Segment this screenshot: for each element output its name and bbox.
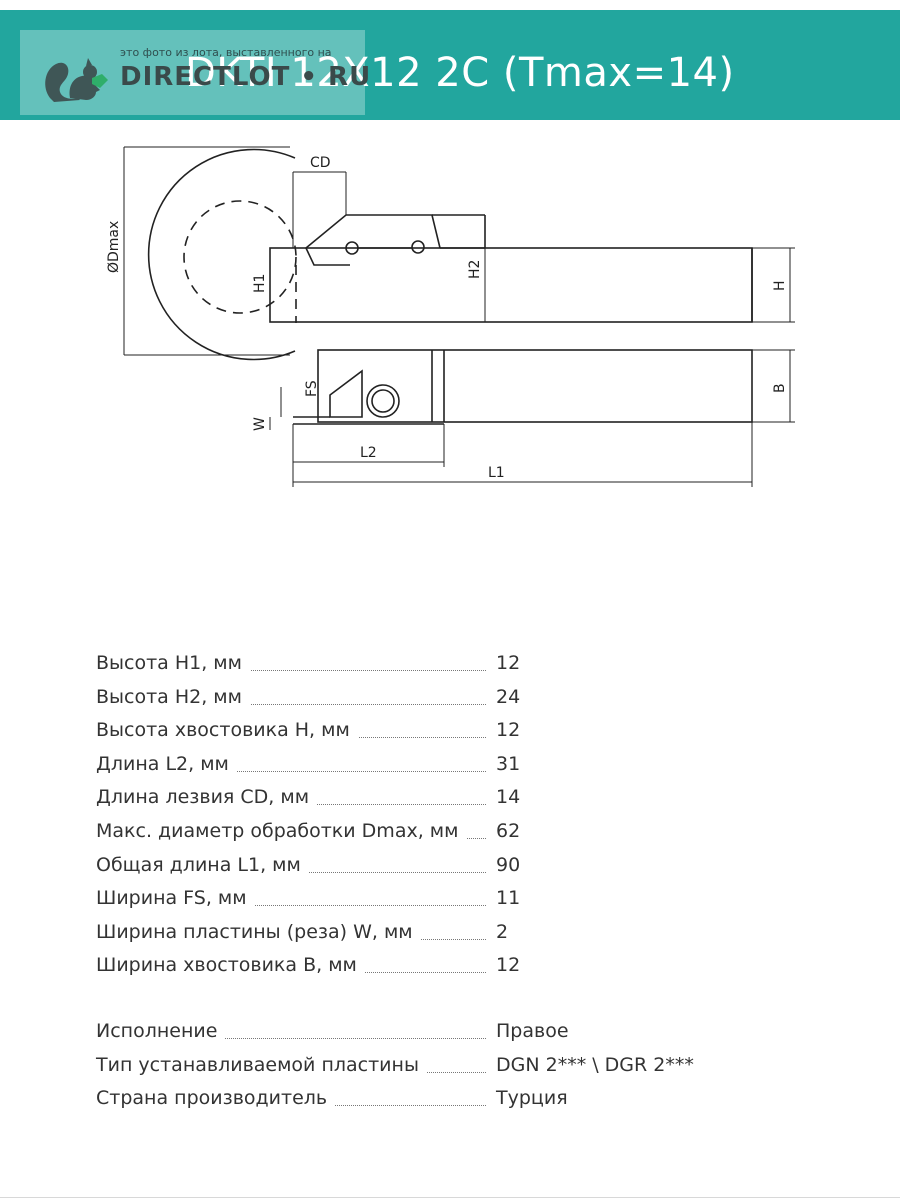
watermark-brand: DIRECTLOT • RU <box>120 62 372 92</box>
detail-row: Исполнение Правое <box>96 1016 816 1050</box>
spec-label: Ширина хвостовика B, мм <box>96 954 365 977</box>
spec-label: Длина L2, мм <box>96 752 237 775</box>
spec-value: 12 <box>496 954 521 977</box>
spec-row: Ширина хвостовика B, мм 12 <box>96 950 816 984</box>
detail-row: Тип устанавливаемой пластины DGN 2*** \ D… <box>96 1050 816 1084</box>
spec-value: 12 <box>496 652 521 674</box>
dmax-circle <box>147 148 296 361</box>
spec-label: Ширина FS, мм <box>96 887 255 910</box>
watermark-caption: это фото из лота, выставленного на <box>120 46 332 59</box>
spec-label: Высота H2, мм <box>96 685 250 708</box>
spec-row: Длина лезвия CD, мм 14 <box>96 782 816 816</box>
detail-label: Исполнение <box>96 1019 226 1042</box>
spec-value: 24 <box>496 685 521 708</box>
spec-label: Высота хвостовика H, мм <box>96 719 358 742</box>
spec-label: Высота H1, мм <box>96 652 250 674</box>
spec-row: Макс. диаметр обработки Dmax, мм 62 <box>96 816 816 850</box>
detail-value: Турция <box>496 1087 568 1110</box>
spec-row: Длина L2, мм 31 <box>96 749 816 783</box>
detail-row: Страна производитель Турция <box>96 1083 816 1117</box>
spec-row: Ширина пластины (реза) W, мм 2 <box>96 917 816 951</box>
label-w: W <box>252 417 268 431</box>
spec-row: Общая длина L1, мм 90 <box>96 850 816 884</box>
watermark: это фото из лота, выставленного на DIREC… <box>20 30 370 115</box>
spec-value: 11 <box>496 887 521 910</box>
technical-drawing: CD ØDmax H1 H2 H B FS W L2 L1 <box>106 146 795 487</box>
spec-row: Высота H2, мм 24 <box>96 682 816 716</box>
spec-value: 14 <box>496 786 521 809</box>
spec-row: Высота хвостовика H, мм 12 <box>96 715 816 749</box>
label-h: H <box>772 280 788 291</box>
spec-value: 62 <box>496 819 521 842</box>
label-h2: H2 <box>467 260 483 279</box>
label-fs: FS <box>304 380 320 397</box>
spec-value: 2 <box>496 920 509 943</box>
spec-label: Длина лезвия CD, мм <box>96 786 318 809</box>
detail-label: Тип устанавливаемой пластины <box>96 1053 427 1076</box>
product-title: DKTI 12X12 2C (Tmax=14) <box>185 50 735 96</box>
spec-label: Ширина пластины (реза) W, мм <box>96 920 421 943</box>
workpiece-circle <box>183 200 297 314</box>
squirrel-logo-icon <box>45 58 108 102</box>
spec-value: 12 <box>496 719 521 742</box>
spec-label: Общая длина L1, мм <box>96 853 309 876</box>
spec-row: Высота H1, мм 12 <box>96 648 816 682</box>
label-b: B <box>772 383 788 393</box>
specifications-list: Высота H1, мм 12 Высота H2, мм 24 Высота х… <box>96 648 816 1117</box>
label-h1: H1 <box>252 274 268 293</box>
footer-divider <box>0 1197 900 1198</box>
spec-value: 31 <box>496 752 521 775</box>
spec-row: Ширина FS, мм 11 <box>96 883 816 917</box>
detail-label: Страна производитель <box>96 1087 336 1110</box>
label-l2: L2 <box>360 445 377 461</box>
detail-value: DGN 2*** \ DGR 2*** <box>496 1053 694 1076</box>
label-dmax: ØDmax <box>106 221 122 273</box>
spec-value: 90 <box>496 853 521 876</box>
header-banner: DKTI 12X12 2C (Tmax=14) это фото из лота… <box>0 10 900 120</box>
spec-label: Макс. диаметр обработки Dmax, мм <box>96 819 467 842</box>
detail-value: Правое <box>496 1019 569 1042</box>
label-l1: L1 <box>488 465 505 481</box>
label-cd: CD <box>310 155 331 171</box>
